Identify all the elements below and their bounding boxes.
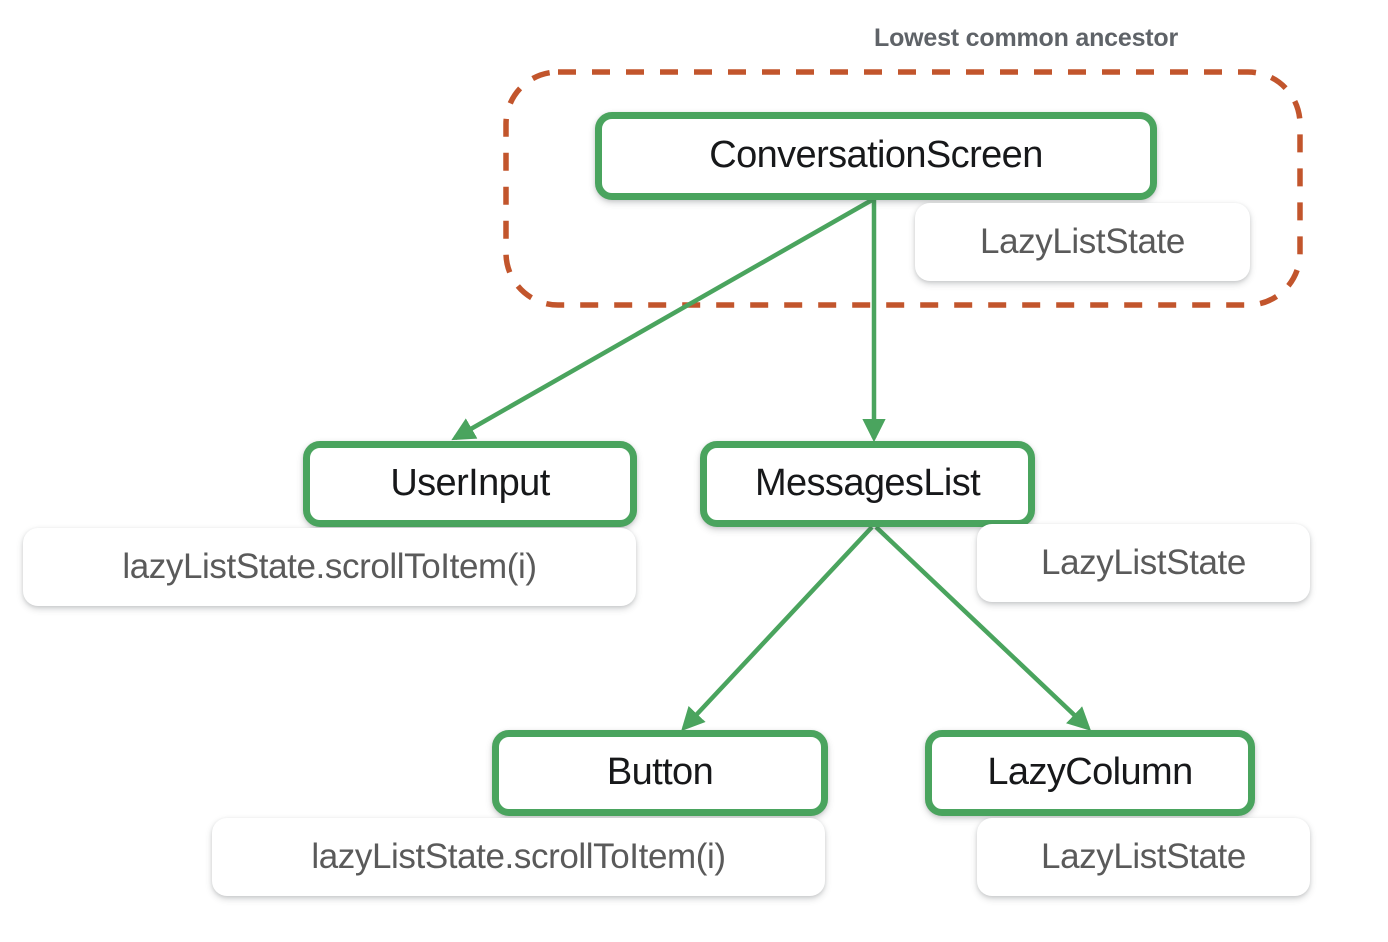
node-messages-list-label: MessagesList [754,462,981,504]
node-button[interactable]: Button [492,730,828,816]
state-badge-user-input-label: lazyListState.scrollToItem(i) [122,546,537,586]
state-badge-user-input[interactable]: lazyListState.scrollToItem(i) [23,528,636,606]
node-user-input[interactable]: UserInput [303,441,637,527]
node-button-label: Button [606,751,714,793]
node-conversation-screen-label: ConversationScreen [709,134,1043,176]
state-badge-button[interactable]: lazyListState.scrollToItem(i) [212,818,825,896]
node-user-input-label: UserInput [390,462,550,504]
group-title-label: Lowest common ancestor [874,24,1178,52]
node-lazy-column-label: LazyColumn [987,751,1193,793]
state-badge-lazy-column[interactable]: LazyListState [977,818,1310,896]
state-badge-messages-list-label: LazyListState [1041,542,1246,582]
node-lazy-column[interactable]: LazyColumn [925,730,1255,816]
state-badge-messages-list[interactable]: LazyListState [977,524,1310,602]
state-badge-conversation-screen[interactable]: LazyListState [915,203,1250,281]
edge-messages-list-to-button [681,525,874,732]
node-conversation-screen[interactable]: ConversationScreen [595,112,1157,200]
state-badge-conversation-screen-label: LazyListState [980,221,1185,261]
node-messages-list[interactable]: MessagesList [700,441,1035,527]
edge-conversation-screen-to-user-input [451,198,874,441]
state-badge-lazy-column-label: LazyListState [1041,836,1246,876]
state-badge-button-label: lazyListState.scrollToItem(i) [311,836,726,876]
